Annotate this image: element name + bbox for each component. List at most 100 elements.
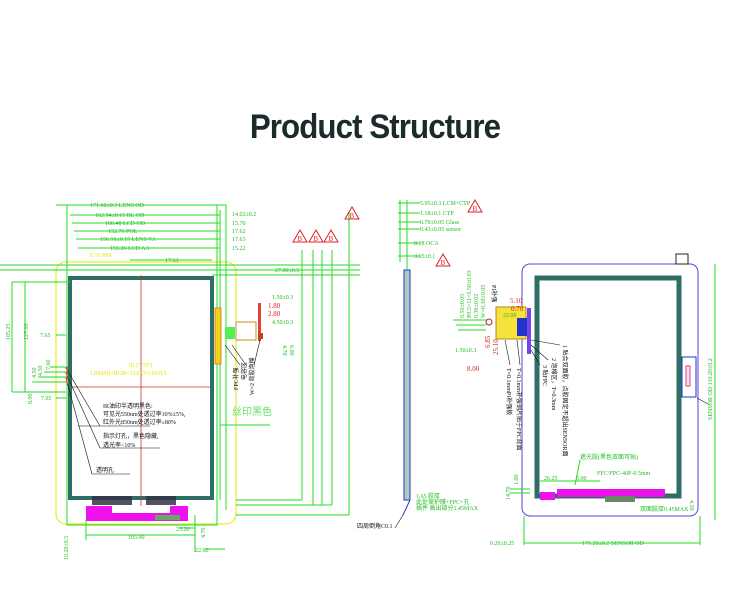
fpc-dim-green-1: P0.5×11=5.50±0.03 xyxy=(467,270,473,318)
fpc-dim-green-0: 0.50±0.05 xyxy=(460,294,466,318)
dim-4-50-a: 4.50 xyxy=(32,368,38,379)
bottom-pattern-left xyxy=(92,496,132,505)
silk-print-label: 丝印黑色 xyxy=(232,405,272,418)
front-view: 171.60±0.3 LENS OD 162.94±0.15 BL OD 166… xyxy=(0,203,360,560)
dim-7-60: 7.60 xyxy=(46,360,52,371)
pi-label: PI补强 xyxy=(490,285,498,302)
back-panel xyxy=(534,275,682,499)
dim-lcd-od: 166.48 LCD OD xyxy=(105,221,146,227)
side-note-2: 此处保护膜+FPC+孔 xyxy=(416,498,469,506)
back-note-tape: 双面胶厚0.45MAX xyxy=(640,505,689,513)
dim-105-25: 105.25 xyxy=(6,324,12,341)
ir-note-line-1: IR油印半透明黑色: xyxy=(103,402,153,410)
svg-text:B: B xyxy=(314,235,319,243)
hole-note: 透明孔 xyxy=(96,466,114,474)
tab-icon xyxy=(675,253,689,265)
dim-right-0: 14.02±0.2 xyxy=(232,212,256,218)
fpc-blue-block xyxy=(517,318,527,336)
dim-25-20: 25.20 xyxy=(176,527,190,533)
fpc-dim-green-2: 0.30±0.02 xyxy=(474,294,480,318)
back-dim-26-25: 26.25 xyxy=(544,476,558,482)
back-dim-4-20: 4.20 xyxy=(688,500,694,511)
side-dim-2: 0.70±0.05 Glass xyxy=(420,220,460,226)
dim-8-00: 8.00 xyxy=(28,394,34,405)
side-dim-2-80: 2.80 xyxy=(268,310,281,318)
side-dim-4-50: 4.50±0.3 xyxy=(272,320,293,326)
ir-note-line-3: 红外光850nm处透过率≥80% xyxy=(103,418,176,426)
side-note-1: 1.65 胶厚 xyxy=(416,492,440,500)
fpc-dim-0-70: 0.70 xyxy=(511,305,524,313)
bottom-connector xyxy=(155,515,180,520)
back-bottom-fpc xyxy=(557,489,665,497)
dim-7-65-b: 7.65 xyxy=(41,396,52,402)
tape-note-1: 1 贴合双面胶，点胶固定不超出SENSOR面 xyxy=(561,345,569,457)
bottom-fpc-window xyxy=(112,506,170,513)
warning-triangle-icon: B xyxy=(323,229,339,243)
warning-triangles-front: B B B B xyxy=(292,206,360,243)
display-size-label: 10.1" TFT xyxy=(128,363,153,369)
side-dim-3: 0.43±0.05 sensor xyxy=(420,227,461,233)
back-dim-0-20: 0.20±0.25 xyxy=(490,541,514,547)
lens-outline xyxy=(55,261,237,525)
dim-lens-od: 171.60±0.3 LENS OD xyxy=(90,203,145,209)
fpc-purple-bar xyxy=(527,308,531,354)
fpc-dim-6-85: 6.85 xyxy=(484,335,492,348)
fpc-foam xyxy=(235,321,257,341)
dim-right-4: 15.22 xyxy=(232,246,246,252)
back-dim-14-70: 14.70 xyxy=(506,487,512,501)
fpc-hole xyxy=(485,318,493,326)
indicator-note-1: 指示灯孔，黑色隐藏, xyxy=(103,432,159,440)
side-note-3: 插件 高出部分1.45MAX xyxy=(416,504,479,512)
dim-right-3: 17.63 xyxy=(232,237,246,243)
tape-note-2: 2 泡棉区，T=0.3mm xyxy=(550,358,558,411)
dim-4-50-b: 4.50 xyxy=(38,366,44,377)
svg-text:B: B xyxy=(298,235,303,243)
svg-text:B: B xyxy=(473,205,478,213)
back-note-shading: 遮光胶(黑色双面可贴) xyxy=(580,453,638,461)
fpc-dim-green-3: W=0.30±0.05 xyxy=(481,285,487,318)
stiff-note-1: T=0.1mmPI补强板 xyxy=(505,368,513,415)
side-dim-4-70: 4.70 xyxy=(281,345,287,356)
dim-right-2: 17.62 xyxy=(232,229,246,235)
bottom-pattern-right xyxy=(146,496,176,505)
side-view: 5.95±0.3 LCM+CTP 1.18±0.1 CTP 0.70±0.05 … xyxy=(357,199,483,530)
fpc-capacitor-area xyxy=(225,327,235,339)
warning-triangle-icon: B xyxy=(435,253,451,267)
ir-note-line-2: 可见光550nm处透过率10%±5%, xyxy=(103,410,186,418)
svg-text:B: B xyxy=(350,212,355,220)
dim-lcd-aa: 155.26 LCD AA xyxy=(110,246,151,252)
right-connector-pins xyxy=(685,365,691,387)
sensor-od-right: SENSOR OD 110.20±0.2 xyxy=(708,358,714,420)
dim-pol: 152.76 POL xyxy=(108,229,138,235)
dim-22-60: 22.60 xyxy=(195,548,209,554)
dim-105-90: 105.90 xyxy=(128,535,145,541)
dim-4-70: 4.70 xyxy=(201,528,207,539)
fpc-stiffener xyxy=(214,307,222,365)
corner-chamfer-label: 四周倒角C0.1 xyxy=(357,522,393,530)
dim-right-1: 15.70 xyxy=(232,221,246,227)
svg-text:B: B xyxy=(441,259,446,267)
side-dim-0: 5.95±0.3 LCM+CTP xyxy=(420,201,471,207)
fpc-dim-25-10: 25.10 xyxy=(492,339,500,355)
warning-triangle-icon: B xyxy=(308,229,324,243)
side-dim-4: 0.18 OCA xyxy=(414,241,439,247)
side-dim-6-00: 6.00 xyxy=(288,345,294,356)
dim-10-20: 10.20±0.5 xyxy=(64,536,70,560)
back-dim-3-00: 3.00 xyxy=(576,476,587,482)
svg-text:B: B xyxy=(329,235,334,243)
dim-127-00: 127.00 xyxy=(24,324,30,341)
back-note-ffc: FFC/FPC-40P-0.5mm xyxy=(597,471,651,477)
page-title: Product Structure xyxy=(249,108,501,146)
back-dim-1-00: 1.00 xyxy=(514,475,520,486)
warning-triangle-icon: B xyxy=(467,199,483,213)
dim-7-65-a: 7.65 xyxy=(40,333,51,339)
tape-note-3: 3 贴FPC xyxy=(541,365,549,386)
sensor-outline xyxy=(521,263,699,517)
back-view: SENSOR OD 110.20±0.2 0.50±0.05 P0.5×11=5… xyxy=(453,253,716,547)
side-red-bar xyxy=(258,303,261,341)
resolution-label: 1200(H)×RGB×1920(V) DOTS xyxy=(90,370,167,377)
side-dim-1: 1.18±0.1 CTP xyxy=(420,211,454,217)
fpc-dim-5-10: 5.10 xyxy=(510,297,523,305)
fpc-label-3: W=2 背胶泡棉 xyxy=(248,357,256,395)
